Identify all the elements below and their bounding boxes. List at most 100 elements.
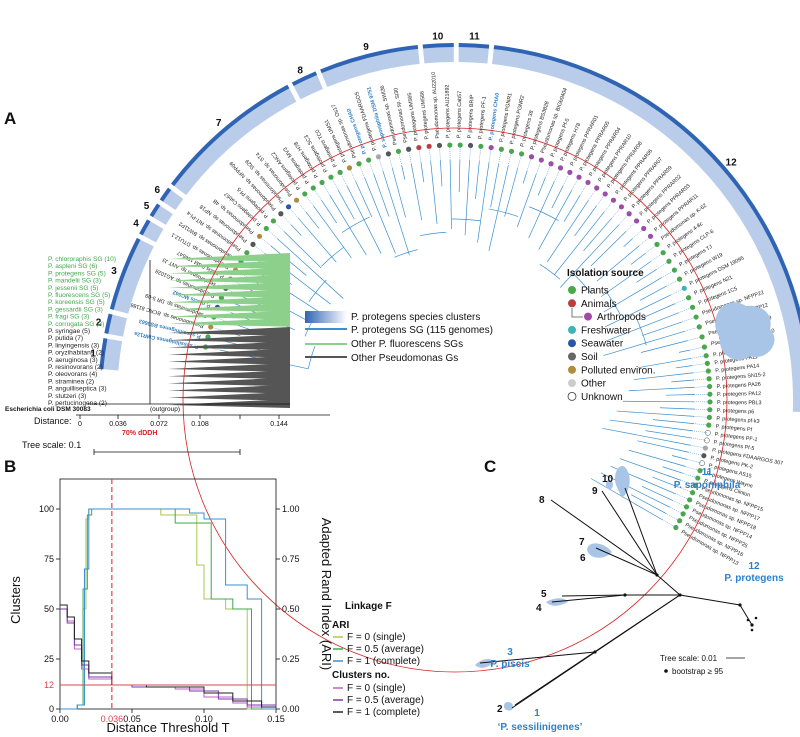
tree-branch (633, 372, 694, 380)
tree-branch (583, 217, 612, 251)
y-tick-label-right: 0.50 (282, 604, 300, 614)
sg-label: P. syringae (5) (48, 328, 90, 335)
tree-branch (546, 200, 589, 263)
isolation-swatch (568, 325, 576, 334)
isolation-dot (683, 504, 690, 510)
linkage-title: Linkage F (345, 601, 392, 612)
isolation-dot (680, 511, 686, 517)
tree-branch (528, 181, 555, 239)
tip-label: P. protegens UM566 (420, 91, 431, 140)
sg-label: P. aspleni SG (6) (48, 263, 97, 270)
cluster-number: 9 (363, 42, 369, 53)
tree-branch (313, 205, 352, 258)
tip-leader (288, 206, 299, 219)
panel-b-frame (59, 478, 277, 710)
isolation-dot (705, 429, 711, 436)
tree-branch (652, 419, 694, 424)
tip-leader (488, 147, 492, 163)
tree-branch (537, 177, 546, 196)
clade-1-name: ‘P. sessilinigenes’ (498, 722, 583, 733)
tree-branch (559, 224, 620, 288)
isolation-dot (610, 197, 617, 203)
tree-branch (642, 321, 683, 336)
pseudo-fan (168, 341, 290, 351)
tip-leader (644, 244, 658, 254)
tree-branch (449, 160, 452, 230)
tree-branch (392, 168, 406, 218)
pseudo-fan (168, 384, 290, 394)
isolation-dot (685, 295, 692, 301)
tip-leader (588, 187, 597, 201)
cluster-band (422, 45, 454, 64)
bootstrap-dot (754, 616, 758, 620)
tip-leader (428, 146, 431, 162)
cluster-band (101, 338, 123, 371)
clade-11-blob (615, 465, 630, 498)
pseudo-fan (168, 334, 290, 344)
tree-branch (305, 211, 320, 229)
tip-leader (625, 220, 637, 232)
isolation-label: Plants (581, 286, 609, 297)
tip-label: Pseudomonas sp. AU22010 (431, 72, 441, 139)
bootstrap-dot (678, 593, 682, 597)
tree-branch (628, 449, 686, 467)
isolation-dot (703, 437, 710, 444)
tip-leader (408, 149, 412, 165)
fluo-sg-fan (168, 260, 290, 270)
tree-branch (364, 177, 396, 254)
tree-branch (475, 161, 480, 200)
sg-label: P. pertucinogena (2) (48, 400, 107, 407)
tree-branch (619, 458, 682, 481)
tip-leader (656, 261, 670, 270)
x-tick-label: 0.05 (123, 714, 141, 724)
tip-leader (439, 145, 441, 161)
isolation-dot (244, 250, 250, 256)
isolation-dot (703, 353, 709, 359)
tip-leader (571, 177, 580, 191)
isolation-dot (707, 407, 713, 413)
cluster-band (161, 188, 184, 211)
tree-branch (636, 269, 657, 283)
cluster-band-edge (320, 44, 419, 74)
isolation-title: Isolation source (567, 268, 644, 279)
bootstrap-dot (593, 650, 597, 654)
tip-leader (280, 213, 292, 225)
isolation-swatch (568, 379, 576, 388)
isolation-dot (633, 218, 640, 224)
clade-11-name: P. saponiphila (674, 480, 741, 491)
tip-label: P. protegens PA12 (717, 391, 761, 398)
cluster-number: 7 (216, 118, 222, 129)
tip-label: P. protegens UM565 (407, 92, 420, 141)
cluster-band (106, 314, 128, 337)
sg-label: P. anguilliseptica (3) (48, 386, 107, 393)
tree-arc (451, 218, 481, 222)
isolation-swatch (568, 352, 576, 361)
isolation-dot (538, 157, 544, 163)
cluster-number: 6 (155, 185, 161, 196)
isolation-label: Soil (581, 352, 598, 363)
clade-3-number: 3 (507, 647, 513, 658)
tip-leader (418, 147, 422, 163)
isolation-dot (681, 285, 687, 291)
sg-label: P. chlororaphis SG (10) (48, 256, 116, 263)
tip-leader (681, 316, 697, 323)
tree-branch (596, 245, 640, 282)
cluster-band-edge (422, 43, 454, 49)
tip-label: P. protegens p6 (717, 408, 755, 415)
isolation-dot (692, 482, 698, 488)
tree-branch (574, 205, 597, 237)
tip-leader (650, 252, 664, 262)
clusters-legend-label: F = 1 (complete) (347, 707, 420, 718)
ari-curve (60, 508, 276, 710)
tree-branch (628, 386, 695, 392)
pseudo-fan (168, 355, 290, 365)
isolation-dot (602, 191, 608, 197)
cluster-band-edge (291, 71, 318, 87)
branch (561, 594, 626, 597)
ari-axis-title: Adapted Rand Index (ARI) (319, 518, 334, 670)
isolation-swatch (568, 299, 576, 308)
isolation-dot (366, 157, 372, 163)
distance-tick-label: 0.108 (191, 421, 209, 428)
cluster-band-edge (104, 313, 113, 334)
cluster-number: 11 (469, 32, 480, 43)
